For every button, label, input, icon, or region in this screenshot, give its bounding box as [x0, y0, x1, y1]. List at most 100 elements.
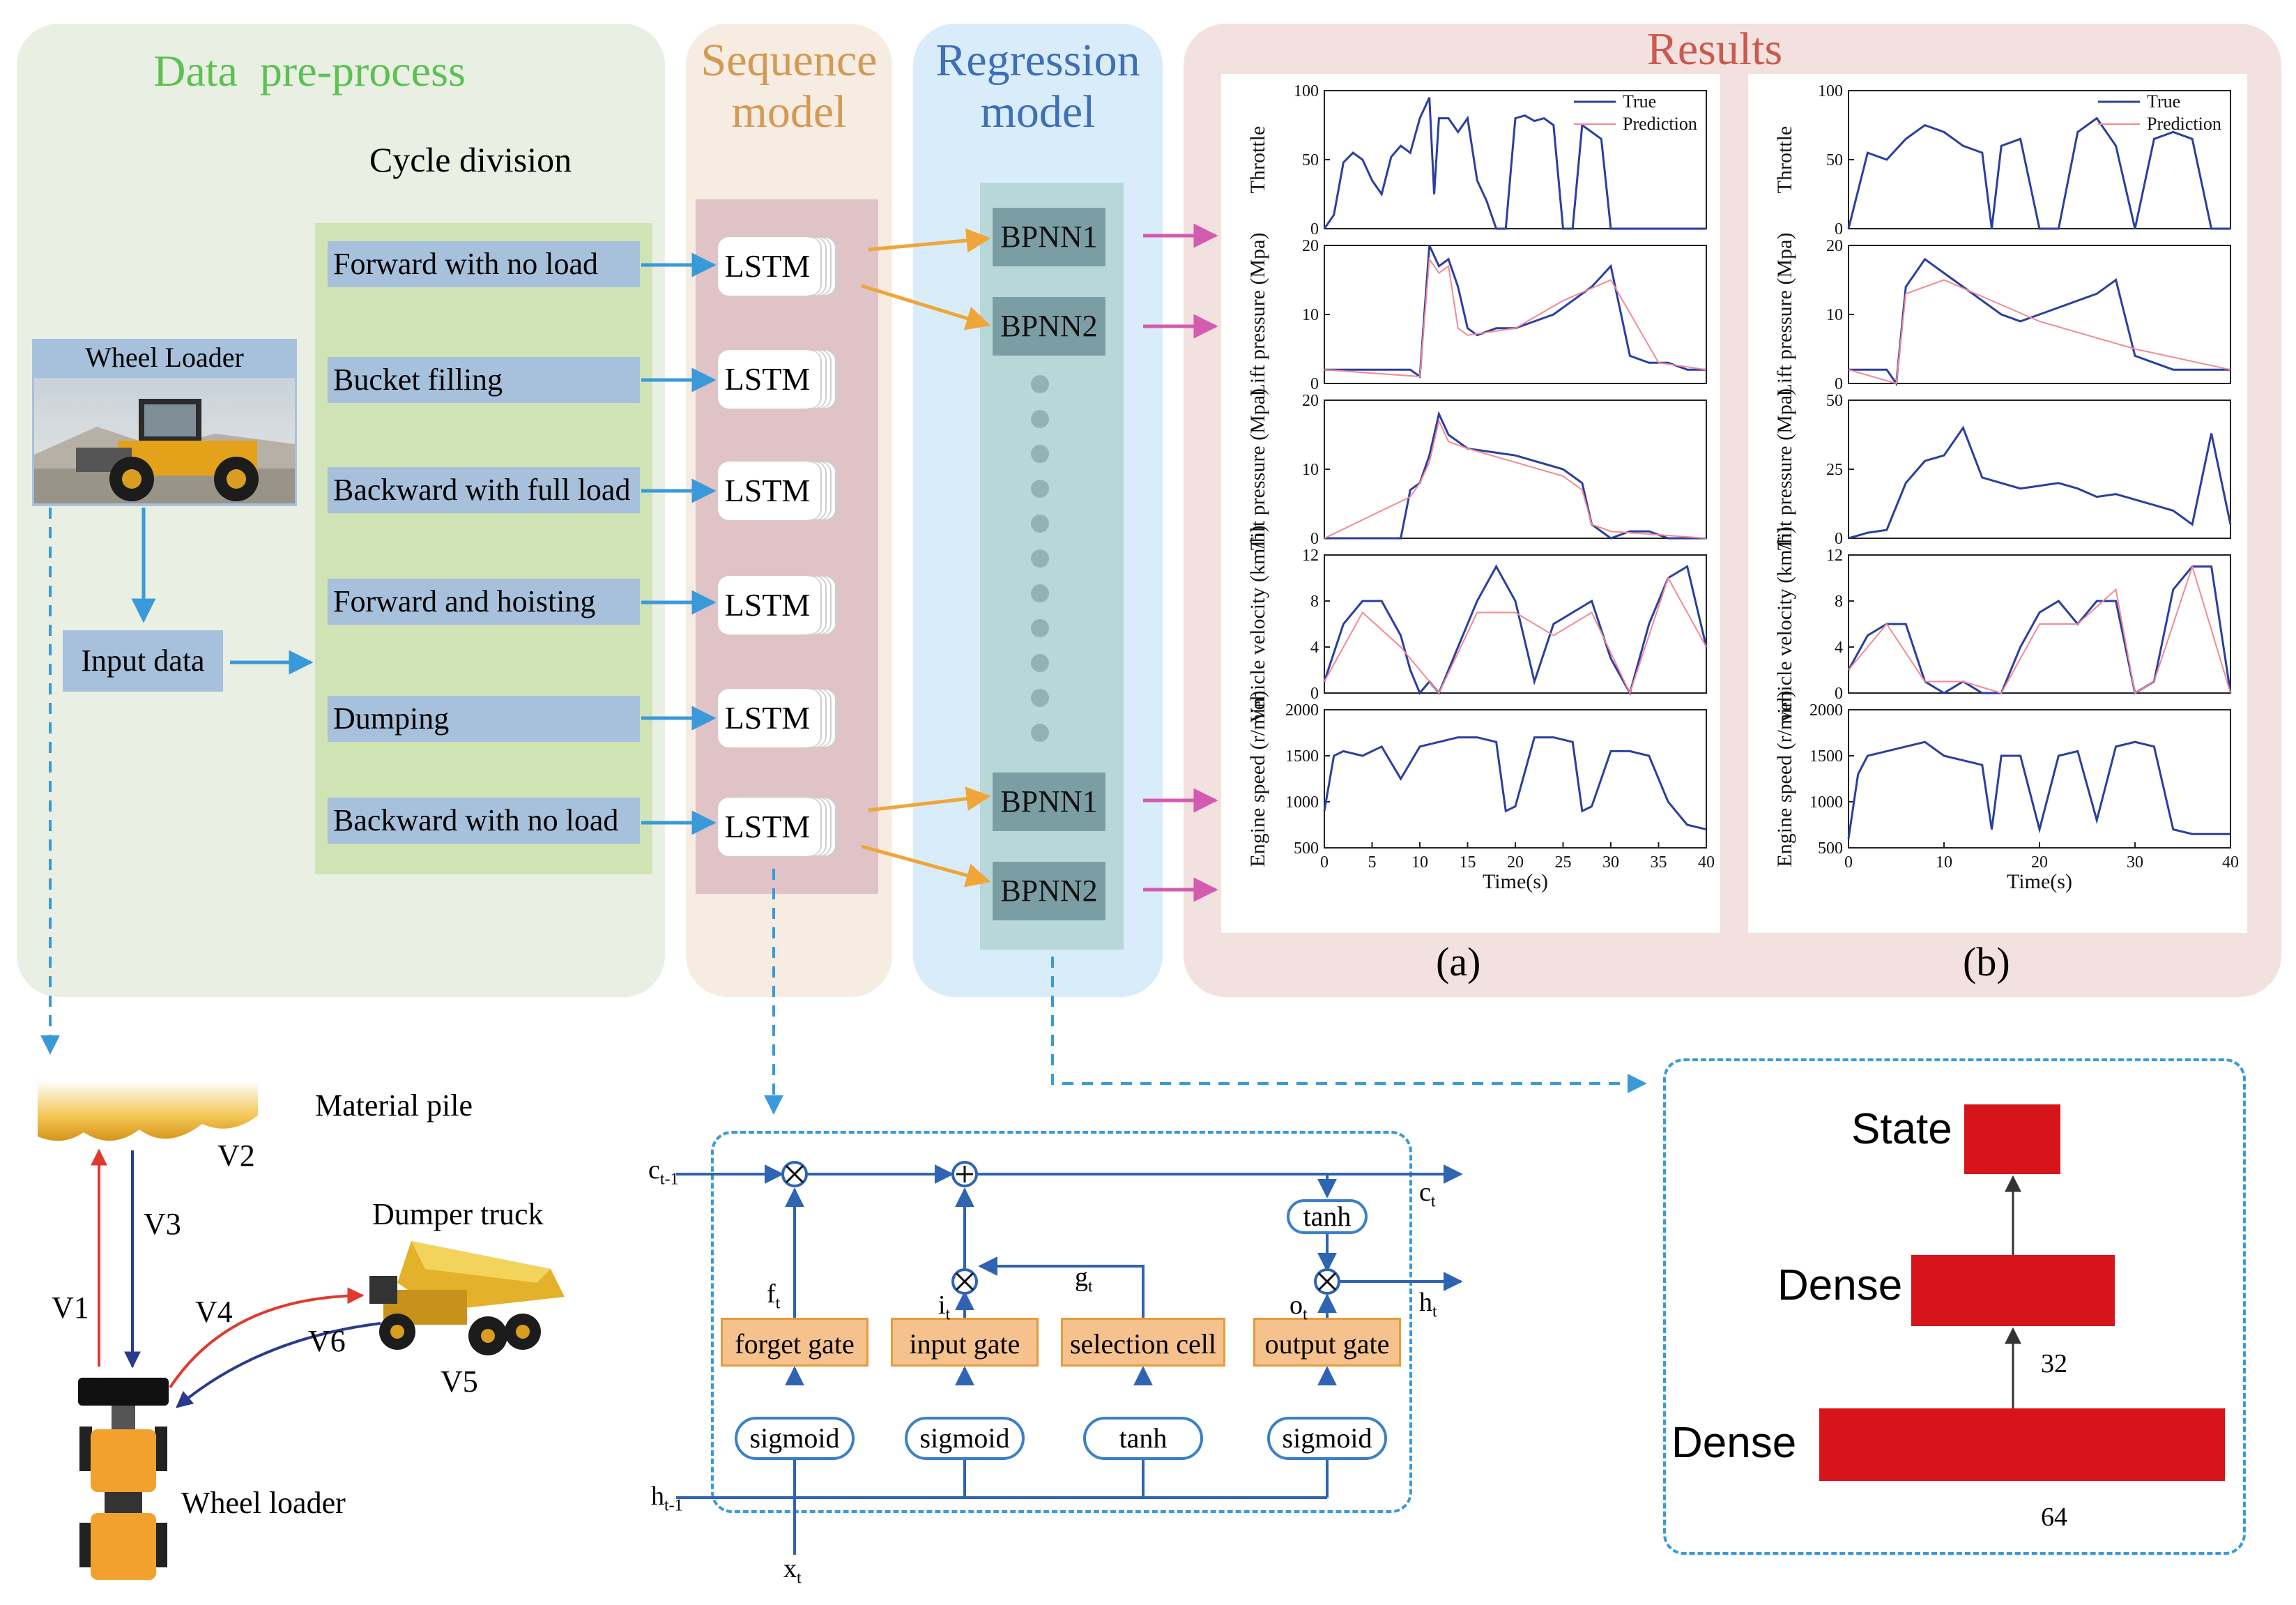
- i-t-symbol: i: [938, 1291, 946, 1320]
- output-gate: output gate: [1253, 1318, 1401, 1367]
- state-label: State: [1851, 1105, 1952, 1153]
- ellipsis-dot: [1031, 584, 1049, 602]
- v5-label: V5: [441, 1364, 478, 1399]
- cycle-item: Backward with no load: [328, 798, 640, 844]
- ellipsis-dot: [1031, 619, 1049, 637]
- ellipsis-dot: [1031, 515, 1049, 533]
- sigmoid-activation: sigmoid: [1267, 1417, 1387, 1460]
- ellipsis-dot: [1031, 549, 1049, 568]
- x-t-label: xt: [783, 1553, 802, 1588]
- cycle-item: Backward with full load: [328, 467, 640, 513]
- sequence-title-line2: model: [731, 86, 847, 137]
- h-prev-symbol: h: [651, 1482, 664, 1511]
- cycle-box: [315, 223, 652, 874]
- sequence-title-line1: Sequence: [701, 35, 878, 86]
- ellipsis-dot: [1031, 445, 1049, 463]
- preprocess-title: Data pre-process: [153, 46, 466, 96]
- lstm-column: [696, 199, 878, 894]
- tanh-activation: tanh: [1083, 1417, 1203, 1460]
- f-t-symbol: f: [767, 1279, 776, 1309]
- dense-diagram-frame: [1663, 1058, 2246, 1555]
- panel-b-label: (b): [1963, 939, 2010, 984]
- state-box: [1964, 1104, 2060, 1174]
- c-prev-subscript: t-1: [659, 1170, 679, 1189]
- cycle-item: Bucket filling: [328, 357, 640, 403]
- lstm-to-bpnn-arrows: [861, 228, 991, 888]
- lstm-cell-diagram-frame: [711, 1131, 1412, 1513]
- cycle-item-label: Forward and hoisting: [333, 584, 596, 618]
- input-data-box: Input data: [63, 630, 223, 692]
- v6-arrow: [176, 1322, 381, 1408]
- tanh-activation-output: tanh: [1287, 1199, 1368, 1234]
- g-t-subscript: t: [1088, 1277, 1093, 1296]
- cycle-item: Forward and hoisting: [328, 579, 640, 625]
- o-t-symbol: o: [1289, 1291, 1303, 1320]
- input-gate: input gate: [891, 1318, 1039, 1367]
- cycle-item-label: Backward with full load: [333, 473, 631, 507]
- regression-title-line2: model: [980, 86, 1096, 137]
- lstm-cell: LSTM: [718, 576, 817, 634]
- c-t-label: ct: [1419, 1177, 1436, 1212]
- bpnn-box: BPNN2: [993, 297, 1105, 356]
- cycle-item-label: Dumping: [333, 701, 450, 736]
- ellipsis-dot: [1031, 480, 1049, 498]
- wheel-loader-photo: [34, 378, 295, 503]
- results-title: Results: [1646, 24, 1783, 75]
- h-t-symbol: h: [1419, 1288, 1432, 1317]
- lstm-cell: LSTM: [718, 462, 817, 520]
- h-t-subscript: t: [1432, 1302, 1437, 1321]
- material-pile-label: Material pile: [315, 1088, 473, 1123]
- c-prev-label: ct-1: [648, 1155, 679, 1189]
- cycle-division-title: Cycle division: [369, 140, 572, 179]
- sequence-title: Sequence model: [686, 35, 892, 138]
- wheel-loader-label: Wheel loader: [181, 1486, 346, 1520]
- v4-label: V4: [195, 1295, 233, 1329]
- bpnn-box: BPNN1: [993, 208, 1105, 266]
- i-t-label: it: [938, 1290, 950, 1325]
- cycle-item-label: Backward with no load: [333, 803, 619, 837]
- dumper-truck-icon: [369, 1241, 565, 1355]
- dense-box-32: [1911, 1255, 2115, 1326]
- o-t-label: ot: [1289, 1290, 1308, 1325]
- cycle-item: Dumping: [328, 696, 640, 742]
- lstm-cell: LSTM: [718, 350, 817, 409]
- sigmoid-activation: sigmoid: [735, 1417, 855, 1460]
- g-t-symbol: g: [1075, 1263, 1088, 1292]
- o-t-subscript: t: [1303, 1305, 1308, 1324]
- v4-arrow: [169, 1287, 365, 1389]
- selection-cell: selection cell: [1061, 1318, 1225, 1367]
- ellipsis-dot: [1031, 654, 1049, 672]
- material-pile-shape: [38, 1081, 258, 1141]
- dense-units-64: 64: [2041, 1503, 2067, 1532]
- regression-title: Regression model: [913, 35, 1163, 138]
- c-t-subscript: t: [1430, 1192, 1436, 1211]
- v2-label: V2: [217, 1139, 255, 1173]
- c-t-symbol: c: [1419, 1178, 1431, 1207]
- cycle-to-lstm-arrows: [641, 252, 717, 835]
- lstm-cell: LSTM: [718, 689, 817, 747]
- c-prev-symbol: c: [648, 1155, 660, 1185]
- sigmoid-activation: sigmoid: [905, 1417, 1025, 1460]
- lstm-cell-diagram: [676, 1161, 1463, 1555]
- bpnn-to-results-arrows: [1143, 223, 1218, 902]
- h-t-label: ht: [1419, 1287, 1437, 1322]
- panel-a-label: (a): [1436, 939, 1481, 984]
- dense-units-32: 32: [2041, 1349, 2067, 1378]
- v6-label: V6: [308, 1324, 346, 1358]
- ellipsis-dot: [1031, 724, 1049, 742]
- v1-label: V1: [52, 1291, 89, 1325]
- bpnn-box: BPNN2: [993, 862, 1105, 920]
- i-t-subscript: t: [945, 1305, 951, 1324]
- forget-gate: forget gate: [721, 1318, 868, 1367]
- f-t-label: ft: [767, 1279, 780, 1314]
- v3-label: V3: [144, 1207, 181, 1241]
- wheel-loader-icon: [78, 1378, 169, 1580]
- cycle-item-label: Forward with no load: [333, 247, 599, 281]
- wheel-loader-card: Wheel Loader: [32, 339, 297, 506]
- dashed-links: [40, 508, 1647, 1115]
- regression-title-line1: Regression: [935, 35, 1140, 86]
- workflow-illustration: [38, 1081, 565, 1580]
- wheel-loader-label: Wheel Loader: [85, 342, 244, 373]
- dense-label-bottom: Dense: [1671, 1419, 1797, 1467]
